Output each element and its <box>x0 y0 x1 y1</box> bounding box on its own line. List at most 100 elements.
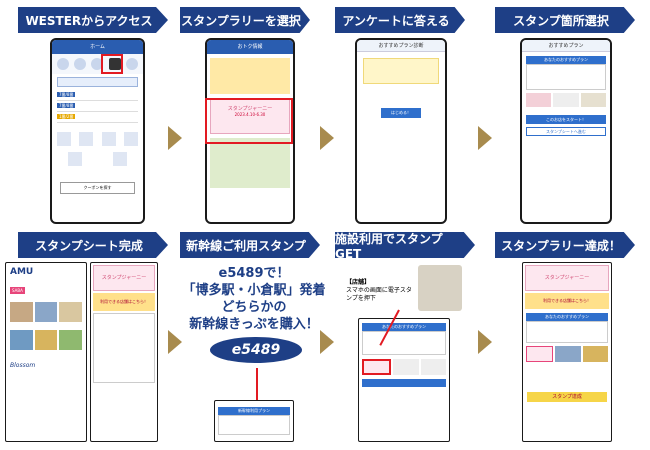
stamped-slot[interactable] <box>555 346 581 362</box>
next-arrow-5 <box>320 330 334 354</box>
feature-icon[interactable] <box>101 132 116 146</box>
plan-card[interactable] <box>362 331 446 355</box>
shop-photo[interactable] <box>34 330 58 350</box>
coupon-button[interactable]: クーポンを探す <box>60 182 135 194</box>
step-banner-2: スタンプラリーを選択 <box>180 7 310 33</box>
feature-icon[interactable] <box>79 132 94 146</box>
event-date: 2023.4.10-6.30 <box>234 112 266 117</box>
stamp-sheet-button[interactable]: スタンプシートへ進む <box>526 127 606 136</box>
shop-thumb[interactable] <box>580 93 606 107</box>
next-arrow-3 <box>478 126 492 150</box>
train-row: 7番/8番 <box>57 101 138 112</box>
route-card[interactable] <box>57 77 138 87</box>
step-banner-3: アンケートに答える <box>335 7 465 33</box>
menu-icon[interactable] <box>126 58 139 70</box>
promo-line: 新幹線きっぷを購入！ <box>189 317 319 332</box>
shop-thumb[interactable] <box>526 93 552 107</box>
plan-label: あなたのおすすめプラン <box>526 313 608 321</box>
next-arrow-6 <box>478 330 492 354</box>
next-arrow-2 <box>320 126 334 150</box>
stamp-slots <box>362 359 446 375</box>
next-arrow-4 <box>168 330 182 354</box>
phone-shop-list: AMU SABA Blossom <box>5 262 87 442</box>
plan-label: あなたのおすすめプラン <box>362 323 446 331</box>
feature-icon[interactable] <box>68 152 83 166</box>
shop-thumbnails <box>526 93 606 107</box>
page-title: おすすめプラン診断 <box>357 40 445 52</box>
step-banner-1: WESTERからアクセス <box>18 7 168 33</box>
promo-banner[interactable]: 利用できる店舗はこちら！ <box>525 293 609 309</box>
other-rally-card[interactable] <box>210 138 290 188</box>
train-list: 7番/8番 7番/8番 1番/2番 <box>52 74 143 126</box>
arrow-down-red <box>256 368 258 404</box>
shop-photo[interactable] <box>34 302 58 322</box>
shop-photo[interactable] <box>59 330 83 350</box>
train-row: 1番/2番 <box>57 112 138 123</box>
e5489-logo: e5489 <box>210 337 302 363</box>
stamp-journey-card[interactable]: スタンプジャーニー 2023.4.10-6.30 <box>210 98 290 134</box>
brand-logos: AMU SABA <box>6 263 86 300</box>
step-banner-4: スタンプ箇所選択 <box>495 7 635 33</box>
saba-logo: SABA <box>10 287 25 294</box>
app-title: ホーム <box>90 44 105 50</box>
e5489-promo-text: e5489で！ 「博多駅・小倉駅」発着 どちらかの 新幹線きっぷを購入！ <box>180 265 328 333</box>
start-shop-button[interactable]: このお店をスタート！ <box>526 115 606 124</box>
plan-card[interactable] <box>526 64 606 90</box>
event-title: スタンプジャーニー <box>227 106 273 112</box>
stamp-slots <box>526 346 608 362</box>
start-answer-button[interactable]: はじめる！ <box>381 108 421 118</box>
stamp-slot[interactable] <box>420 359 446 375</box>
stamp-sheet <box>93 313 155 383</box>
page-title: おトク情報 <box>207 40 293 54</box>
event-banner: スタンプジャーニー <box>525 265 609 291</box>
shop-photo[interactable] <box>10 302 33 322</box>
stamped-slot[interactable] <box>526 346 554 362</box>
phone-stamp-select: おすすめプラン あなたのおすすめプラン このお店をスタート！ スタンプシートへ進… <box>520 38 612 224</box>
stamp-menu-icon[interactable] <box>108 58 121 70</box>
info-box <box>363 58 439 84</box>
stamp-slot[interactable] <box>393 359 419 375</box>
highlight-stamp-journey <box>205 98 293 144</box>
phone-shinkansen-plan: 新幹線利用プラン <box>214 400 294 442</box>
promo-banner[interactable]: 利用できる店舗はこちら！ <box>93 293 155 311</box>
feature-icon[interactable] <box>57 132 72 146</box>
shop-photo[interactable] <box>59 302 83 322</box>
amu-logo: AMU <box>10 267 34 277</box>
promo-line: e5489で！ <box>218 266 290 281</box>
stamped-slot[interactable] <box>362 359 392 375</box>
plan-card[interactable] <box>218 415 290 435</box>
shop-thumb[interactable] <box>553 93 579 107</box>
menu-icon[interactable] <box>91 58 104 70</box>
shop-row <box>6 324 86 356</box>
menu-icon[interactable] <box>74 58 87 70</box>
train-row: 7番/8番 <box>57 90 138 101</box>
app-header: ホーム <box>52 40 143 54</box>
phone-facility-stamp: あなたのおすすめプラン <box>358 318 450 442</box>
next-arrow-1 <box>168 126 182 150</box>
step-banner-6: 新幹線ご利用スタンプ <box>180 232 320 258</box>
promo-line: どちらかの <box>221 300 287 315</box>
event-banner: スタンプジャーニー <box>93 265 155 291</box>
question-text <box>363 90 439 104</box>
stamped-slot[interactable] <box>582 346 608 362</box>
phone-stamp-sheet: スタンプジャーニー 利用できる店舗はこちら！ <box>90 262 158 442</box>
menu-icon[interactable] <box>56 58 69 70</box>
feature-icon[interactable] <box>112 152 127 166</box>
highlight-stamp-icon <box>101 54 123 74</box>
plan-card[interactable] <box>526 321 608 343</box>
page-title: おすすめプラン <box>522 40 610 52</box>
complete-badge[interactable]: スタンプ達成 <box>527 392 607 402</box>
action-bar[interactable] <box>362 379 446 387</box>
feature-grid <box>52 126 143 172</box>
step-banner-8: スタンプラリー達成！ <box>495 232 635 258</box>
shop-photo[interactable] <box>10 330 33 350</box>
step-banner-5: スタンプシート完成 <box>18 232 168 258</box>
menu-icons <box>52 54 143 74</box>
promo-banner[interactable] <box>210 58 290 94</box>
phone-wester-home: ホーム 7番/8番 7番/8番 1番/2番 クーポンを探す <box>50 38 145 224</box>
step-banner-7: 施設利用でスタンプGET <box>335 232 475 258</box>
shop-row <box>6 300 86 324</box>
blossom-logo: Blossom <box>10 362 36 369</box>
feature-icon[interactable] <box>123 132 138 146</box>
phone-questionnaire: おすすめプラン診断 はじめる！ <box>355 38 447 224</box>
